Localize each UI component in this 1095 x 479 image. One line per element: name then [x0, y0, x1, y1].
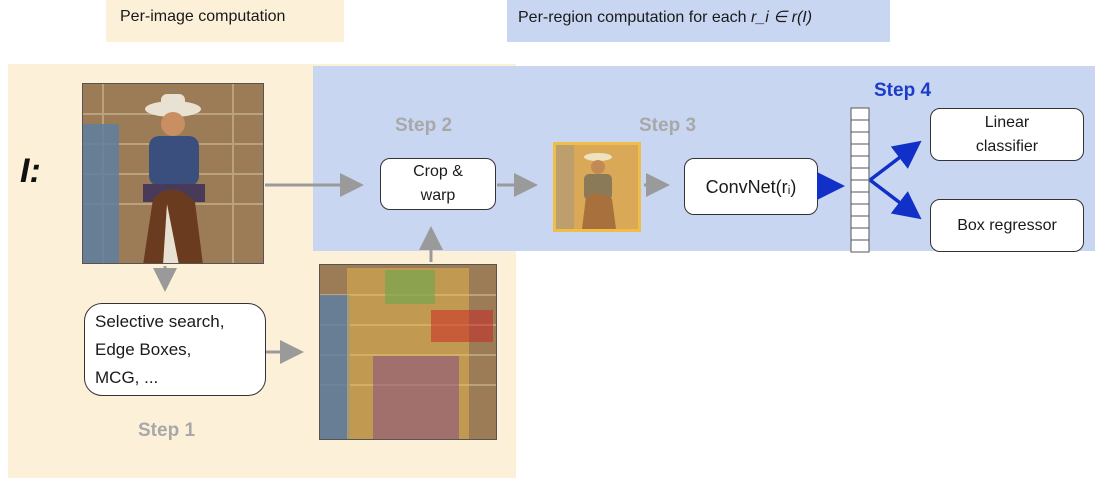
step-4-label: Step 4 [874, 80, 932, 101]
warped-region-photo [553, 142, 641, 232]
step-3-label: Step 3 [639, 115, 697, 136]
legend-per-image: Per-image computation [106, 0, 344, 42]
legend-per-image-label: Per-image computation [120, 8, 286, 25]
legend-per-region-label: Per-region computation for each [518, 9, 752, 26]
proposal-red-box [431, 310, 493, 342]
legend-per-region-math: r_i ∈ r(I) [751, 9, 813, 26]
feature-vector [850, 107, 870, 253]
region-proposals-photo [319, 264, 497, 440]
region-proposal-methods-box: Selective search, Edge Boxes, MCG, ... [84, 303, 266, 396]
convnet-box: ConvNet(rᵢ) [684, 158, 818, 215]
arrow-features-to-regressor [868, 178, 922, 220]
arrow-features-to-classifier [868, 140, 922, 182]
proposal-green-box [385, 270, 435, 304]
crop-warp-box: Crop & warp [380, 158, 496, 210]
box-regressor-box: Box regressor [930, 199, 1084, 252]
legend-per-region: Per-region computation for each r_i ∈ r(… [507, 0, 890, 42]
input-image-photo [82, 83, 264, 264]
input-image-symbol: I: [20, 152, 41, 190]
linear-classifier-box: Linear classifier [930, 108, 1084, 161]
proposal-purple-box [373, 356, 459, 439]
step-1-label: Step 1 [138, 420, 196, 441]
step-2-label: Step 2 [395, 115, 453, 136]
